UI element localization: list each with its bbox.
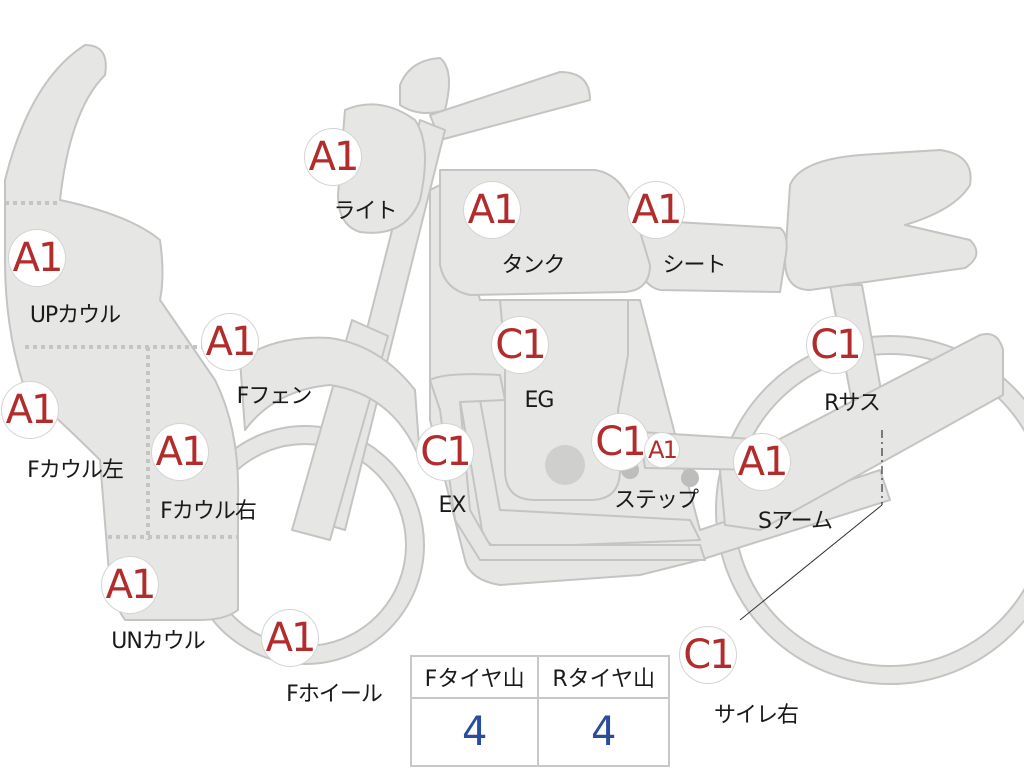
rear-tire-value: 4: [537, 697, 670, 767]
grade-badge: A1: [102, 557, 158, 613]
grade-badge: A1: [305, 129, 361, 185]
f-cowl-left-marker[interactable]: A1: [2, 382, 58, 438]
under-cowl-marker[interactable]: A1: [102, 557, 158, 613]
light-marker[interactable]: A1: [305, 129, 361, 185]
mirror-shape: [399, 57, 450, 115]
swing-arm-label: Sアーム: [758, 509, 833, 534]
under-cowl-label: UNカウル: [111, 629, 206, 654]
headlight-shape: [337, 103, 426, 234]
r-suspension-marker[interactable]: C1: [807, 317, 863, 373]
grade-badge: A1: [262, 610, 318, 666]
step-label: ステップ: [613, 488, 699, 513]
engine-label: EG: [524, 388, 555, 413]
front-tire-value: 4: [409, 697, 540, 767]
r-suspension-label: Rサス: [824, 391, 881, 416]
grade-badge: A1: [2, 382, 58, 438]
silencer-right-label: サイレ右: [713, 703, 799, 728]
handlebar-shape: [429, 71, 591, 141]
engine-marker[interactable]: C1: [492, 317, 548, 373]
f-wheel-label: Fホイール: [286, 682, 383, 707]
f-cowl-right-label: Fカウル右: [160, 499, 257, 524]
f-cowl-right-marker[interactable]: A1: [152, 424, 208, 480]
rear-tire-header: Rタイヤ山: [537, 655, 670, 699]
up-cowl-label: UPカウル: [29, 303, 121, 328]
swing-arm-marker[interactable]: A1: [734, 434, 790, 490]
light-label: ライト: [333, 199, 397, 224]
grade-badge: C1: [417, 424, 473, 480]
grade-badge: C1: [807, 317, 863, 373]
tank-label: タンク: [501, 253, 565, 278]
seat-tail-shape: [784, 149, 978, 291]
seat-marker[interactable]: A1: [628, 182, 684, 238]
f-fender-marker[interactable]: A1: [202, 314, 258, 370]
grade-badge: A1: [202, 314, 258, 370]
f-wheel-marker[interactable]: A1: [262, 610, 318, 666]
grade-badge-small: A1: [645, 433, 679, 467]
up-cowl-marker[interactable]: A1: [9, 230, 65, 286]
grade-badge: C1: [680, 627, 736, 683]
grade-badge: C1: [592, 414, 648, 470]
exhaust-marker[interactable]: C1: [417, 424, 473, 480]
tire-tread-table: Fタイヤ山 Rタイヤ山 4 4: [409, 655, 670, 767]
engine-cover-circle: [545, 445, 585, 485]
step-peg: [681, 469, 699, 487]
grade-badge: A1: [464, 182, 520, 238]
grade-badge: A1: [9, 230, 65, 286]
grade-badge: A1: [628, 182, 684, 238]
step-marker[interactable]: C1: [592, 414, 648, 470]
silencer-right-marker[interactable]: C1: [680, 627, 736, 683]
exhaust-shape: [429, 373, 706, 561]
step-extra-marker[interactable]: A1: [634, 422, 690, 478]
f-fender-label: Fフェン: [236, 384, 313, 409]
grade-badge: A1: [734, 434, 790, 490]
seat-label: シート: [662, 253, 726, 278]
f-cowl-left-label: Fカウル左: [27, 458, 124, 483]
tank-marker[interactable]: A1: [464, 182, 520, 238]
grade-badge: A1: [152, 424, 208, 480]
swing-arm-shape: [719, 333, 1004, 531]
front-tire-header: Fタイヤ山: [409, 655, 540, 699]
grade-badge: C1: [492, 317, 548, 373]
exhaust-label: EX: [438, 493, 467, 518]
